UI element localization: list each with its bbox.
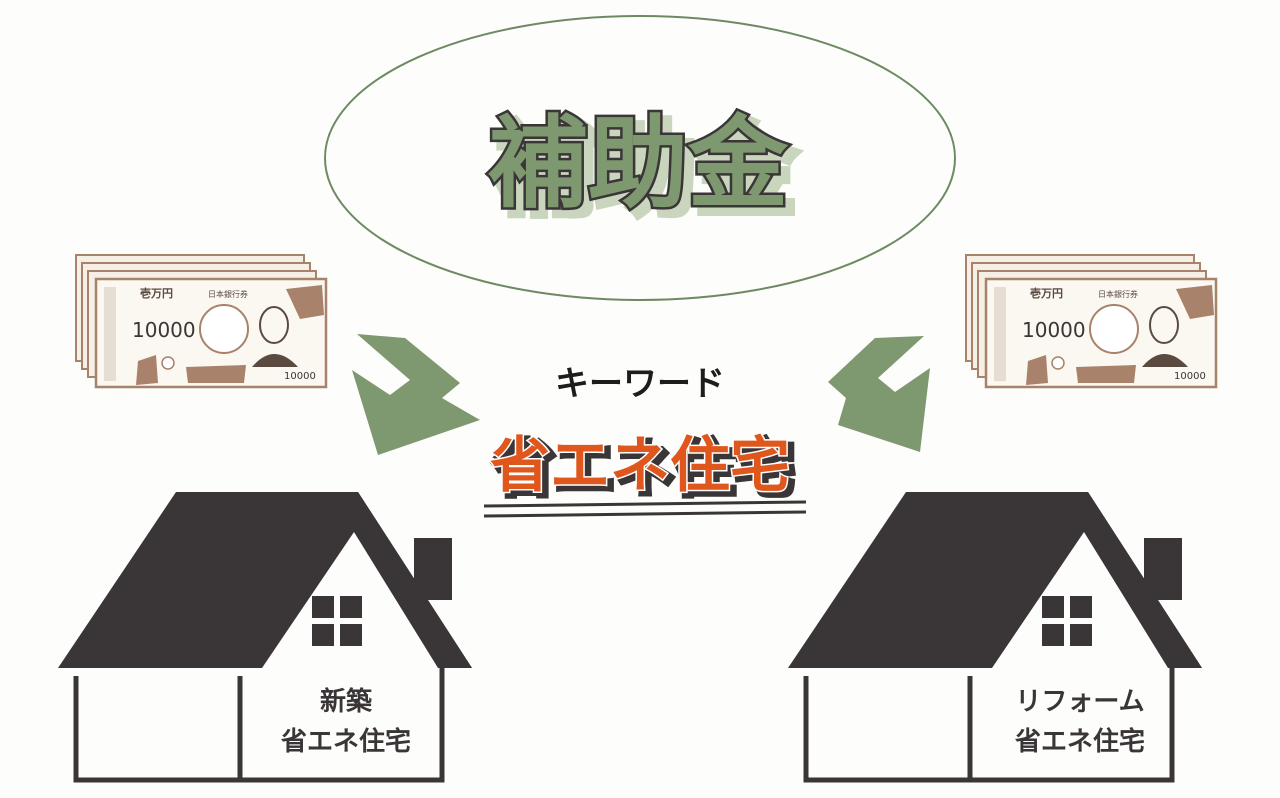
keyword-label: キーワード (555, 364, 725, 404)
portrait (1142, 306, 1188, 367)
banknote-stack-icon (75, 254, 328, 389)
portrait (252, 306, 298, 367)
title-ellipse (324, 15, 956, 301)
house-right-line2: 省エネ住宅 (1014, 726, 1145, 757)
keyword-text: 省エネ住宅 (490, 431, 790, 501)
keyword-shadow: 省エネ住宅 (495, 435, 795, 505)
banknote-value: 10000 (1022, 318, 1086, 342)
house-right-line1: リフォーム (1015, 687, 1144, 717)
house-left: 新築 省エネ住宅 (58, 492, 472, 783)
arrow-down-icon (828, 336, 930, 452)
banknote-stack-right: 壱万円 日本銀行券 10000 10000 (965, 254, 1218, 389)
house-right: リフォーム 省エネ住宅 (788, 492, 1202, 783)
banknote-small-value: 10000 (1174, 371, 1206, 382)
keyword-underline (483, 500, 807, 518)
banknote-bank: 日本銀行券 (208, 289, 248, 299)
house-left-line2: 省エネ住宅 (280, 726, 411, 757)
banknote-value: 10000 (132, 318, 196, 342)
house-left-line1: 新築 (320, 686, 373, 717)
banknote-bank: 日本銀行券 (1098, 289, 1138, 299)
arrow-right (828, 336, 930, 452)
house-icon (788, 492, 1202, 783)
banknote-header: 壱万円 (1030, 286, 1063, 300)
arrow-left (352, 334, 480, 455)
banknote-stack-left: 壱万円 日本銀行券 10000 10000 (75, 254, 328, 389)
arrow-down-icon (352, 334, 480, 455)
banknote-stack-icon (965, 254, 1218, 389)
title-text: 補助金 (488, 105, 789, 222)
title-shadow: 補助金 (496, 112, 797, 229)
banknote-header: 壱万円 (140, 286, 173, 300)
title-group: 補助金 補助金 (486, 103, 801, 234)
house-icon (58, 492, 472, 783)
banknote-small-value: 10000 (284, 371, 316, 382)
